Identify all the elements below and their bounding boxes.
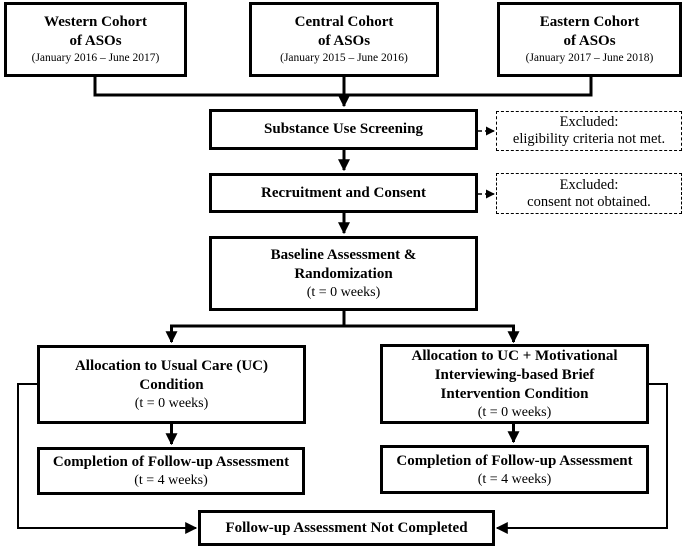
recruitment-label: Recruitment and Consent	[261, 184, 426, 201]
baseline-title-line1: Baseline Assessment &	[270, 247, 417, 263]
central-cohort-title-line2: of ASOs	[317, 33, 371, 49]
excluded-screening-line2: eligibility criteria not met.	[512, 131, 666, 147]
western-cohort-title-line2: of ASOs	[69, 33, 122, 49]
usual-care-time: (t = 0 weeks)	[134, 396, 209, 411]
excluded-consent-line1: Excluded:	[559, 176, 619, 193]
not-completed-label: Follow-up Assessment Not Completed	[225, 519, 468, 536]
followup-mi-time: (t = 4 weeks)	[477, 471, 552, 487]
excluded-consent-box: Excluded: consent not obtained.	[496, 173, 682, 214]
mi-condition-title-line3: Intervention Condition	[440, 386, 589, 402]
eastern-cohort-title-line2: of ASOs	[563, 33, 616, 49]
central-cohort-title-line1: Central Cohort	[294, 14, 394, 30]
not-completed-box: Follow-up Assessment Not Completed	[198, 510, 495, 546]
excluded-consent-line2: consent not obtained.	[527, 193, 651, 210]
usual-care-box: Allocation to Usual Care (UC) Condition …	[37, 345, 306, 424]
mi-condition-box: Allocation to UC + Motivational Intervie…	[380, 344, 649, 424]
central-cohort-box: Central Cohort of ASOs (January 2015 – J…	[249, 2, 439, 77]
baseline-time: (t = 0 weeks)	[306, 285, 381, 300]
recruitment-box: Recruitment and Consent	[209, 173, 478, 213]
screening-box: Substance Use Screening	[209, 109, 478, 150]
eastern-cohort-title-line1: Eastern Cohort	[539, 14, 640, 30]
eastern-cohort-box: Eastern Cohort of ASOs (January 2017 – J…	[497, 2, 682, 77]
usual-care-title-line1: Allocation to Usual Care (UC)	[74, 358, 269, 374]
mi-condition-title-line2: Interviewing-based Brief	[434, 367, 595, 383]
mi-condition-time: (t = 0 weeks)	[477, 405, 552, 420]
followup-uc-box: Completion of Follow-up Assessment (t = …	[37, 447, 305, 495]
baseline-box: Baseline Assessment & Randomization (t =…	[209, 236, 478, 311]
western-cohort-title-line1: Western Cohort	[44, 14, 147, 30]
excluded-screening-box: Excluded: eligibility criteria not met.	[496, 111, 682, 151]
arrow-uc-to-not-completed	[17, 383, 198, 534]
eastern-cohort-dates: (January 2017 – June 2018)	[525, 52, 654, 64]
screening-label: Substance Use Screening	[264, 121, 423, 137]
usual-care-title-line2: Condition	[139, 377, 204, 393]
western-cohort-box: Western Cohort of ASOs (January 2016 – J…	[4, 2, 187, 77]
baseline-title-line2: Randomization	[294, 266, 393, 282]
mi-condition-title-line1: Allocation to UC + Motivational	[411, 348, 618, 364]
followup-mi-box: Completion of Follow-up Assessment (t = …	[380, 445, 649, 494]
arrow-mi-to-not-completed	[495, 383, 668, 534]
followup-uc-title: Completion of Follow-up Assessment	[52, 454, 290, 470]
followup-uc-time: (t = 4 weeks)	[134, 473, 208, 488]
western-cohort-dates: (January 2016 – June 2017)	[31, 52, 160, 64]
central-cohort-dates: (January 2015 – June 2016)	[280, 52, 408, 64]
excluded-screening-line1: Excluded:	[559, 114, 619, 130]
followup-mi-title: Completion of Follow-up Assessment	[396, 452, 633, 469]
